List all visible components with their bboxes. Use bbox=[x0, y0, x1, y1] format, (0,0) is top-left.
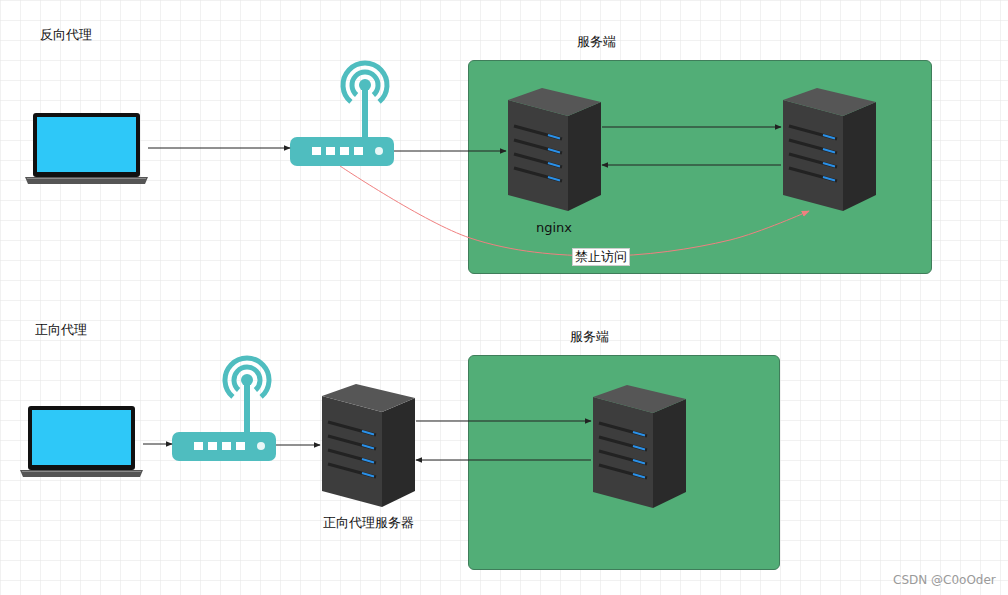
server-icon bbox=[781, 86, 877, 211]
panel-title: 服务端 bbox=[570, 329, 609, 345]
router-icon bbox=[172, 353, 276, 461]
proxy-server-icon bbox=[320, 382, 416, 507]
flow-arrow bbox=[143, 444, 172, 445]
server-icon bbox=[591, 383, 687, 508]
router-icon bbox=[290, 58, 394, 166]
server-icon bbox=[591, 383, 687, 508]
router-icon bbox=[172, 353, 276, 461]
panel-title: 服务端 bbox=[577, 34, 616, 50]
flow-arrow bbox=[148, 148, 290, 149]
watermark: CSDN @C0oOder bbox=[893, 572, 996, 588]
server-icon bbox=[506, 86, 602, 211]
proxy-server-icon: 正向代理服务器 bbox=[320, 382, 416, 507]
flow-arrow bbox=[416, 460, 591, 461]
server-icon: nginx bbox=[506, 86, 602, 211]
section-title: 正向代理 bbox=[35, 322, 87, 338]
router-icon bbox=[290, 58, 394, 166]
server-icon bbox=[781, 86, 877, 211]
flow-arrow bbox=[276, 445, 320, 446]
flow-arrow bbox=[416, 421, 591, 422]
laptop-icon bbox=[25, 113, 148, 185]
flow-arrow bbox=[394, 151, 506, 152]
section-title: 反向代理 bbox=[40, 27, 92, 43]
flow-arrow bbox=[602, 127, 781, 128]
laptop-icon bbox=[20, 406, 143, 478]
flow-arrow bbox=[602, 165, 781, 166]
node-label: nginx bbox=[536, 220, 572, 236]
laptop-icon bbox=[20, 406, 143, 478]
laptop-icon bbox=[25, 113, 148, 185]
edge-label: 禁止访问 bbox=[572, 248, 630, 266]
server-panel: 服务端 bbox=[468, 355, 780, 570]
node-label: 正向代理服务器 bbox=[323, 515, 414, 531]
server-panel: 服务端nginx bbox=[468, 60, 932, 274]
